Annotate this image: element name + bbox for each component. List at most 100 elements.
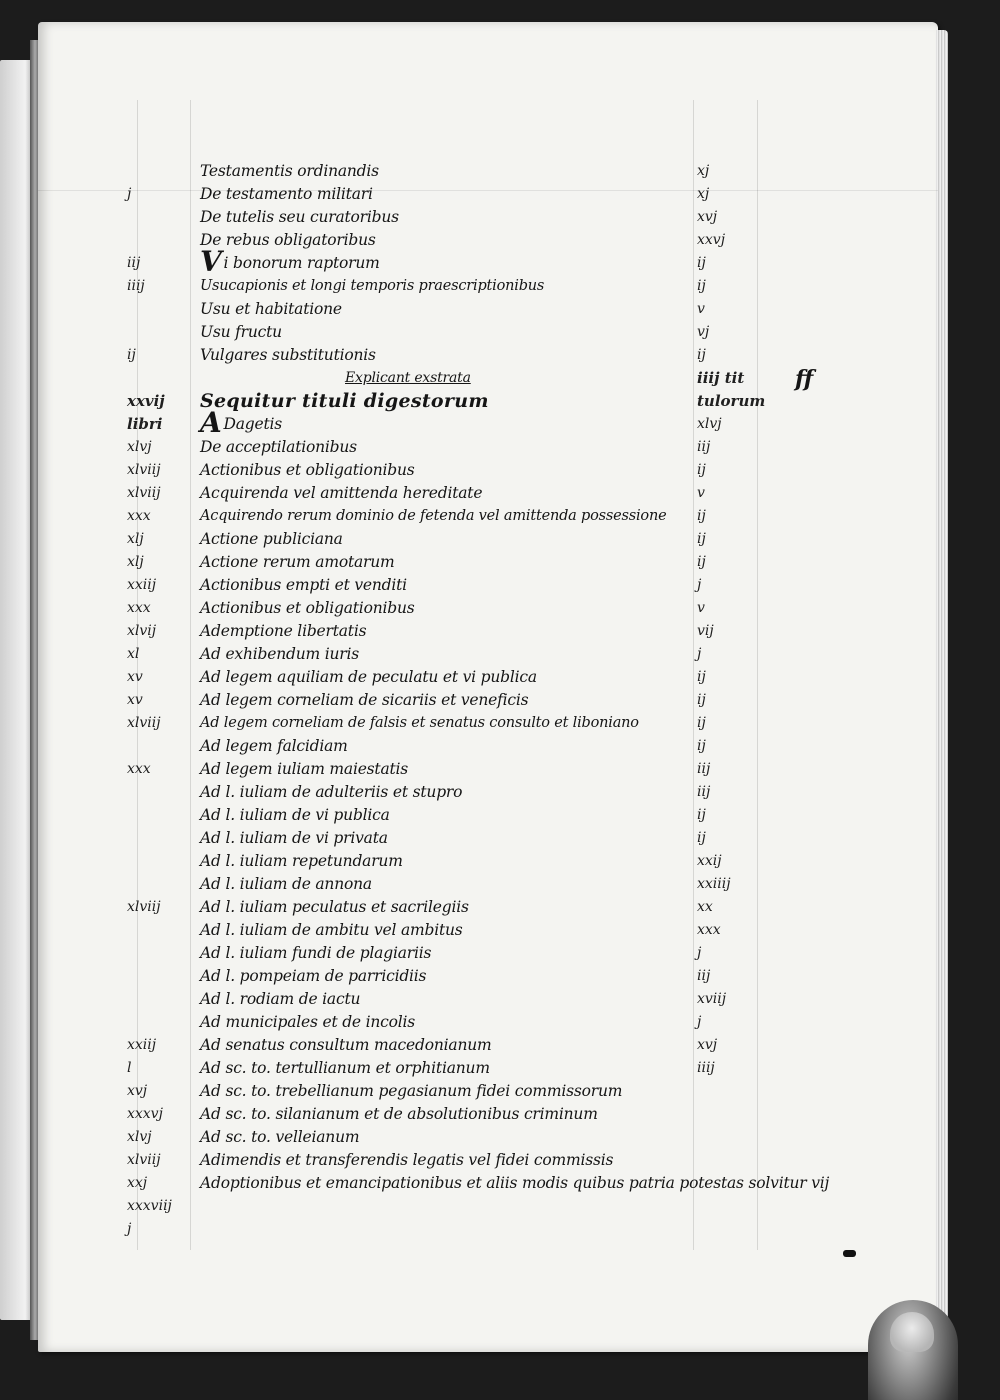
margin-numeral	[127, 735, 197, 758]
line-text: De testamento militari	[200, 185, 373, 203]
margin-numeral: v	[697, 600, 705, 616]
margin-numeral: ij	[697, 830, 706, 846]
margin-numeral	[127, 367, 197, 390]
margin-numeral: xxx	[127, 600, 151, 616]
line-text: Ad l. rodiam de iactu	[200, 990, 361, 1008]
margin-numeral: ij	[697, 669, 706, 685]
margin-numeral: ij	[127, 347, 136, 363]
line-text: Ad l. iuliam de adulteriis et stupro	[200, 783, 463, 801]
manuscript-folio	[38, 22, 938, 1352]
text-line: De tutelis seu curatoribus	[200, 206, 840, 229]
text-line: Ad l. iuliam repetundarum	[200, 850, 840, 873]
line-text: Ad l. iuliam de vi publica	[200, 806, 390, 824]
margin-numeral: ij	[697, 278, 706, 294]
line-text: Usucapionis et longi temporis praescript…	[200, 278, 545, 294]
text-line: Ad l. iuliam peculatus et sacrilegiis	[200, 896, 840, 919]
text-line: De rebus obligatoribus	[200, 229, 840, 252]
margin-numeral: libri	[127, 415, 163, 433]
text-line: Ad l. iuliam de ambitu vel ambitus	[200, 919, 840, 942]
margin-numeral	[127, 160, 197, 183]
ruling-line	[757, 100, 758, 1250]
page-fold-line	[38, 190, 938, 191]
initial-capital: V	[200, 245, 222, 278]
margin-numeral: xxxvj	[127, 1106, 163, 1122]
ruling-line	[190, 100, 191, 1250]
line-text: Usu et habitatione	[200, 300, 342, 318]
margin-numeral: xvj	[127, 1083, 148, 1099]
text-line: Ademptione libertatis	[200, 620, 840, 643]
text-line: Actione rerum amotarum	[200, 551, 840, 574]
margin-numeral: tulorum	[697, 392, 766, 410]
line-text: Ad exhibendum iuris	[200, 645, 359, 663]
line-text: Adimendis et transferendis legatis vel f…	[200, 1151, 614, 1169]
line-text: Ad l. iuliam fundi de plagiariis	[200, 944, 432, 962]
line-text: Ad legem iuliam maiestatis	[200, 760, 409, 778]
line-text: Ad l. pompeiam de parricidiis	[200, 967, 427, 985]
text-line: Acquirenda vel amittenda hereditate	[200, 482, 840, 505]
line-text: De tutelis seu curatoribus	[200, 208, 399, 226]
margin-numeral: xxiiij	[697, 876, 731, 892]
text-line: Ad legem iuliam maiestatis	[200, 758, 840, 781]
margin-numeral: iij	[697, 761, 711, 777]
margin-numeral: ij	[697, 531, 706, 547]
rubric-line: Explicant exstrata	[345, 370, 471, 386]
text-line: Ad senatus consultum macedonianum	[200, 1034, 840, 1057]
main-text-column: Testamentis ordinandis De testamento mili…	[200, 160, 840, 1195]
margin-numeral: j	[697, 945, 702, 961]
line-text: Ad legem corneliam de sicariis et venefi…	[200, 691, 529, 709]
margin-numeral: ij	[697, 715, 706, 731]
margin-numeral: xxvij	[127, 392, 165, 410]
line-text: Ademptione libertatis	[200, 622, 367, 640]
margin-numeral: xxx	[697, 922, 721, 938]
book-spine	[30, 40, 40, 1340]
margin-numeral: iiij tit	[697, 369, 745, 387]
margin-numeral	[127, 988, 197, 1011]
margin-numeral: iij	[697, 439, 711, 455]
text-line: Ad legem falcidiam	[200, 735, 840, 758]
margin-numeral	[127, 298, 197, 321]
text-line: De acceptilationibus	[200, 436, 840, 459]
margin-numeral: ij	[697, 807, 706, 823]
margin-numeral	[127, 229, 197, 252]
text-line: Ad exhibendum iuris	[200, 643, 840, 666]
page-block-edge	[936, 30, 948, 1350]
margin-numeral: xxvj	[697, 232, 726, 248]
margin-numeral: xlvj	[697, 416, 722, 432]
margin-numeral: iij	[127, 255, 141, 271]
text-line: Vulgares substitutionis	[200, 344, 840, 367]
margin-numeral: xvj	[697, 1037, 718, 1053]
margin-numeral: iij	[697, 968, 711, 984]
text-line: Ad l. iuliam de adulteriis et stupro	[200, 781, 840, 804]
margin-numeral: xv	[127, 669, 143, 685]
margin-numeral: xlviij	[127, 899, 161, 915]
margin-numeral	[127, 827, 197, 850]
ruling-line	[137, 100, 138, 1250]
margin-numeral: j	[697, 577, 702, 593]
margin-numeral: l	[127, 1060, 132, 1076]
line-text: Ad l. iuliam de ambitu vel ambitus	[200, 921, 463, 939]
margin-numeral: v	[697, 301, 705, 317]
section-heading: Sequitur tituli digestorum	[200, 390, 489, 412]
initial-capital: A	[200, 406, 222, 439]
margin-numeral: j	[127, 1221, 132, 1237]
margin-numeral: xx	[697, 899, 713, 915]
margin-numeral	[127, 781, 197, 804]
line-text: Acquirenda vel amittenda hereditate	[200, 484, 483, 502]
text-line: Acquirendo rerum dominio de fetenda vel …	[200, 505, 840, 528]
margin-numeral: ij	[697, 508, 706, 524]
margin-numeral: xvj	[697, 209, 718, 225]
text-line: Testamentis ordinandis	[200, 160, 840, 183]
margin-numeral: ij	[697, 554, 706, 570]
line-text: Actionibus et obligationibus	[200, 599, 415, 617]
margin-numeral: xxij	[697, 853, 722, 869]
margin-numeral: xj	[697, 186, 710, 202]
line-text: Ad sc. to. velleianum	[200, 1128, 360, 1146]
line-text: Vulgares substitutionis	[200, 346, 376, 364]
margin-numeral: iiij	[127, 278, 145, 294]
margin-numeral: xviij	[697, 991, 727, 1007]
margin-numeral: xv	[127, 692, 143, 708]
